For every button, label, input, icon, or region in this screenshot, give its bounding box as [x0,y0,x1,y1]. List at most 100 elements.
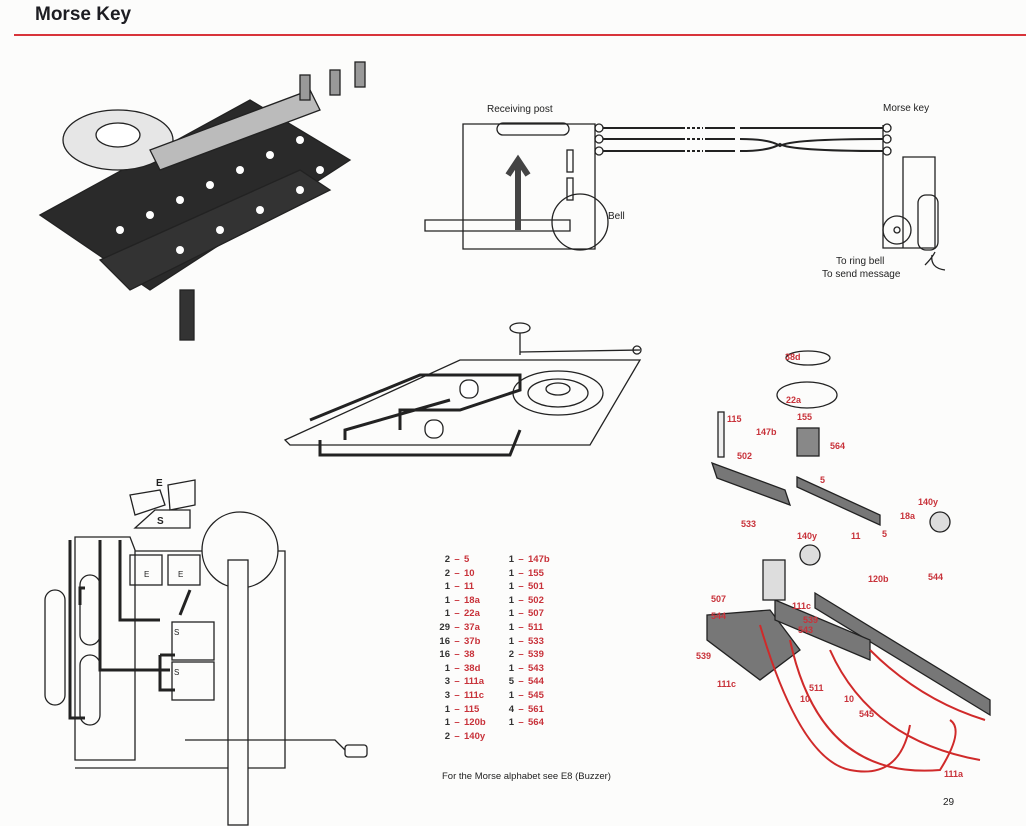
part-quantity: 16 [439,635,450,647]
bell-label: Bell [608,211,625,222]
parts-list-item: 1–147b [490,553,550,567]
parts-list-item: 1–38d [426,662,486,676]
part-number: 543 [528,662,544,674]
part-number: 511 [528,621,544,633]
separator-dash: – [518,581,524,593]
separator-dash: – [454,649,460,661]
parts-list-item: 16–38 [426,648,486,662]
separator-dash: – [518,554,524,565]
terminal-e-label: E [144,570,150,579]
part-label: 544 [711,611,727,621]
part-label: 539 [696,651,712,661]
page-number: 29 [943,797,955,808]
part-label: 545 [859,709,875,719]
part-quantity: 2 [508,649,514,661]
part-number: 545 [528,689,544,701]
parts-list-item: 1–115 [426,703,486,717]
part-label: 111c [792,601,812,611]
part-label: 502 [737,451,753,461]
part-quantity: 1 [508,567,514,579]
part-quantity: 3 [444,689,450,701]
separator-dash: – [454,621,460,633]
parts-list-item: 2–140y [426,730,486,744]
exploded-assembly-illustration [706,350,991,773]
part-number: 22a [464,608,480,620]
part-label: 22a [786,395,802,405]
separator-dash: – [454,676,460,688]
parts-list-item: 1–543 [490,662,550,676]
part-label: 5 [820,475,826,485]
part-quantity: 1 [508,608,514,620]
to-ring-bell-label: To ring bell [836,256,885,267]
part-number: 544 [528,676,544,688]
separator-dash: – [454,717,460,729]
part-label: 10 [844,694,855,704]
parts-list-item: 1–22a [426,607,486,621]
part-number: 140y [464,730,486,742]
parts-list-item: 16–37b [426,635,486,649]
part-number: 10 [464,567,475,579]
parts-list-item: 3–111c [426,689,486,703]
part-number: 38d [464,662,481,674]
parts-list-item: 1–18a [426,594,486,608]
separator-dash: – [518,594,524,606]
parts-list-item: 1–501 [490,580,550,594]
parts-list-item: 1–155 [490,567,550,581]
part-quantity: 1 [508,689,514,701]
part-label: 120b [868,574,889,584]
parts-list-item: 5–544 [490,675,550,689]
part-quantity: 29 [439,621,450,633]
part-label: 543 [798,625,814,635]
morse-key-label: Morse key [883,103,930,114]
part-label: 155 [797,412,813,422]
part-number: 37b [464,635,481,647]
separator-dash: – [518,717,524,729]
separator-dash: – [454,608,460,620]
separator-dash: – [518,703,524,715]
to-send-message-label: To send message [822,269,901,280]
title-rule [14,34,1026,36]
part-label: 140y [918,497,939,507]
part-quantity: 3 [444,676,450,688]
part-label: 564 [830,441,846,451]
part-number: 11 [464,581,475,593]
terminal-s-label: S [174,628,180,637]
parts-list-item: 1–120b [426,716,486,730]
part-label: 111c [717,679,737,689]
part-label: 533 [741,519,757,529]
plate-e-label: E [156,478,163,489]
part-quantity: 1 [444,717,450,729]
part-quantity: 1 [508,554,514,565]
part-number: 564 [528,717,544,729]
separator-dash: – [518,608,524,620]
separator-dash: – [518,662,524,674]
part-quantity: 16 [439,649,450,661]
separator-dash: – [454,689,460,701]
separator-dash: – [454,662,460,674]
separator-dash: – [454,567,460,579]
part-number: 501 [528,581,544,593]
footer-note: For the Morse alphabet see E8 (Buzzer) [442,771,611,782]
parts-list-item: 1–545 [490,689,550,703]
separator-dash: – [518,621,524,633]
separator-dash: – [518,689,524,701]
separator-dash: – [518,676,524,688]
part-quantity: 2 [444,554,450,565]
separator-dash: – [454,554,460,565]
receiving-post-label: Receiving post [487,104,553,115]
separator-dash: – [454,594,460,606]
part-number: 37a [464,621,480,633]
part-quantity: 2 [444,567,450,579]
part-number: 507 [528,608,544,620]
plate-s-label: S [157,516,164,527]
part-quantity: 5 [508,676,514,688]
separator-dash: – [454,635,460,647]
part-label: 539 [803,615,819,625]
separator-dash: – [454,703,460,715]
base-circuit-illustration [283,322,642,457]
separator-dash: – [518,649,524,661]
page-title: Morse Key [35,4,132,25]
part-label: 11 [851,531,861,541]
part-quantity: 1 [508,662,514,674]
part-label: 18a [900,511,916,521]
